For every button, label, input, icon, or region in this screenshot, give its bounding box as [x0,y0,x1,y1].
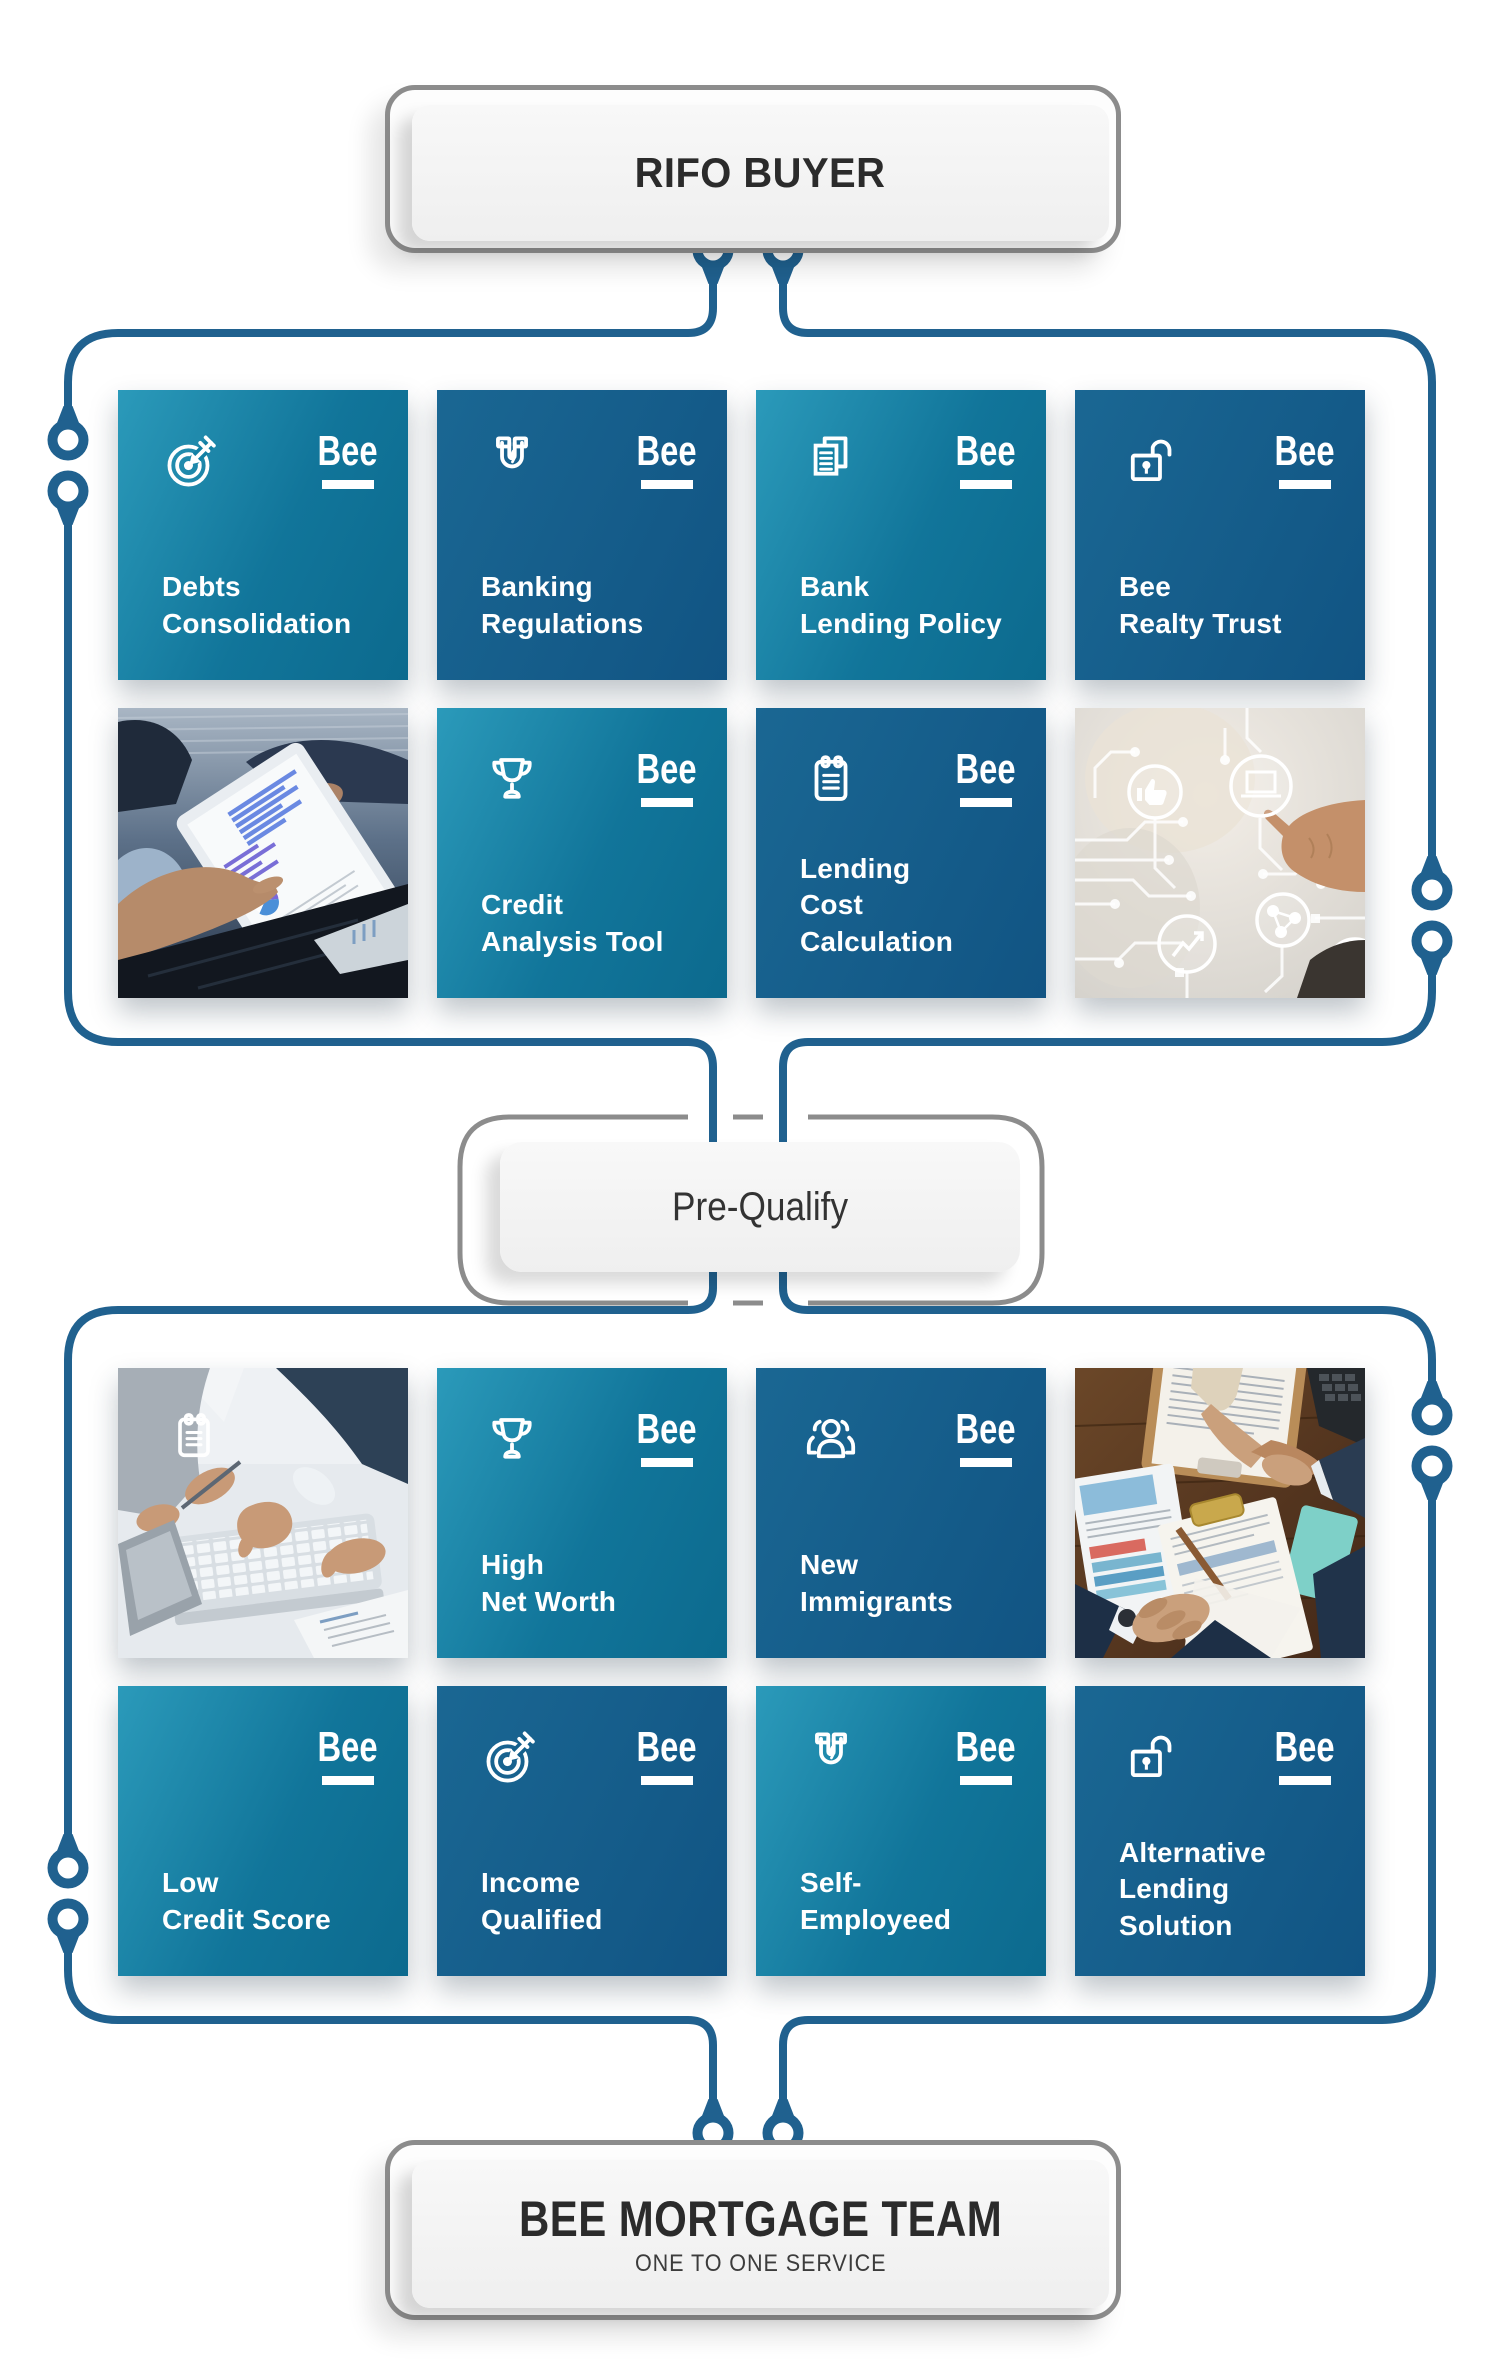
bee-logo: Bee [1269,430,1341,489]
tile-self-employeed: Bee Self- Employeed [756,1686,1046,1976]
tile-bee-realty-trust: Bee Bee Realty Trust [1075,390,1365,680]
tile-high-net-worth: Bee High Net Worth [437,1368,727,1658]
tile-label: New Immigrants [800,1549,953,1617]
prequalify-box: Pre-Qualify [500,1142,1020,1272]
laptop-consult-photo [118,1368,408,1658]
tablet-analysis-photo [118,708,408,998]
bee-logo-text: Bee [955,1405,1017,1452]
bee-logo-underline [1279,1776,1331,1785]
tile-laptop-consult-photo [118,1368,408,1658]
trophy-icon [492,758,532,799]
unlock-icon [1130,1735,1172,1778]
bee-logo-underline [641,1776,693,1785]
tile-banking-regulations: Bee Banking Regulations [437,390,727,680]
tile-fintech-touch-photo [1075,708,1365,998]
tile-credit-analysis-tool: Bee Credit Analysis Tool [437,708,727,998]
bee-logo-text: Bee [1274,1723,1336,1770]
rifo-buyer-panel: RIFO BUYER [412,105,1109,241]
bee-logo-underline [960,480,1012,489]
bee-logo: Bee [631,430,703,489]
tile-low-credit-score: Bee Low Credit Score [118,1686,408,1976]
bee-logo-underline [322,1776,374,1785]
fintech-touch-photo [1075,708,1365,998]
bee-logo: Bee [631,748,703,807]
tile-label: Credit Analysis Tool [481,889,664,957]
tile-label: Alternative Lending Solution [1119,1836,1266,1941]
bee-logo: Bee [312,430,384,489]
tile-debts-consolidation: Bee Debts Consolidation [118,390,408,680]
tile-label: Income Qualified [481,1867,603,1935]
tile-tablet-analysis-photo [118,708,408,998]
clipboard-icon [814,755,848,801]
bee-logo-text: Bee [636,745,698,792]
tile-lending-cost-calculation: Bee Lending Cost Calculation [756,708,1046,998]
tile-label: High Net Worth [481,1549,617,1617]
bee-logo-text: Bee [636,1405,698,1452]
tile-label: Self- Employeed [800,1867,952,1935]
bee-logo-text: Bee [955,1723,1017,1770]
magnet-icon [815,1732,847,1765]
tile-label: Banking Regulations [481,571,644,639]
unlock-icon [1130,439,1172,482]
bee-logo-text: Bee [1274,427,1336,474]
bee-logo-underline [641,480,693,489]
prequalify-title: Pre-Qualify [671,1184,849,1229]
target-icon [486,1731,536,1783]
bee-logo: Bee [631,1408,703,1467]
bee-logo: Bee [631,1726,703,1785]
bee-logo: Bee [950,1408,1022,1467]
bee-logo-text: Bee [955,427,1017,474]
desk-handshake-photo [1075,1368,1365,1658]
bee-logo-underline [1279,480,1331,489]
bee-logo: Bee [950,430,1022,489]
bee-logo-underline [641,1458,693,1467]
bee-logo-underline [960,1776,1012,1785]
tile-label: Bee Realty Trust [1119,571,1282,639]
tile-desk-handshake-photo [1075,1368,1365,1658]
bee-mortgage-team-subtitle: ONE TO ONE SERVICE [634,2250,887,2277]
target-icon [167,435,217,487]
bee-logo-underline [960,1458,1012,1467]
tile-label: Low Credit Score [162,1867,331,1935]
bee-mortgage-team-title: BEE MORTGAGE TEAM [518,2191,1003,2247]
bee-logo-text: Bee [636,427,698,474]
bee-logo-underline [960,798,1012,807]
rifo-buyer-title: RIFO BUYER [635,149,886,196]
bee-logo: Bee [1269,1726,1341,1785]
tile-bank-lending-policy: Bee Bank Lending Policy [756,390,1046,680]
people-icon [806,1418,856,1459]
bee-logo: Bee [950,748,1022,807]
bee-logo: Bee [950,1726,1022,1785]
tile-label: Bank Lending Policy [800,571,1002,639]
bee-mortgage-team-panel: BEE MORTGAGE TEAM ONE TO ONE SERVICE [412,2160,1109,2308]
bee-logo-text: Bee [317,1723,379,1770]
clipboard-icon [178,1413,210,1458]
bee-logo-underline [322,480,374,489]
trophy-icon [492,1418,532,1459]
tile-label: Lending Cost Calculation [800,852,954,957]
tile-income-qualified: Bee Income Qualified [437,1686,727,1976]
bee-logo-text: Bee [317,427,379,474]
bee-logo-text: Bee [636,1723,698,1770]
rifo-buyer-box: RIFO BUYER [385,85,1121,253]
bee-logo-text: Bee [955,745,1017,792]
magnet-icon [496,436,528,469]
bee-logo-underline [641,798,693,807]
bee-mortgage-team-box: BEE MORTGAGE TEAM ONE TO ONE SERVICE [385,2140,1121,2320]
tile-label: Debts Consolidation [162,571,352,639]
documents-icon [813,436,848,476]
bee-logo: Bee [312,1726,384,1785]
tile-alternative-lending-solution: Bee Alternative Lending Solution [1075,1686,1365,1976]
tile-new-immigrants: Bee New Immigrants [756,1368,1046,1658]
